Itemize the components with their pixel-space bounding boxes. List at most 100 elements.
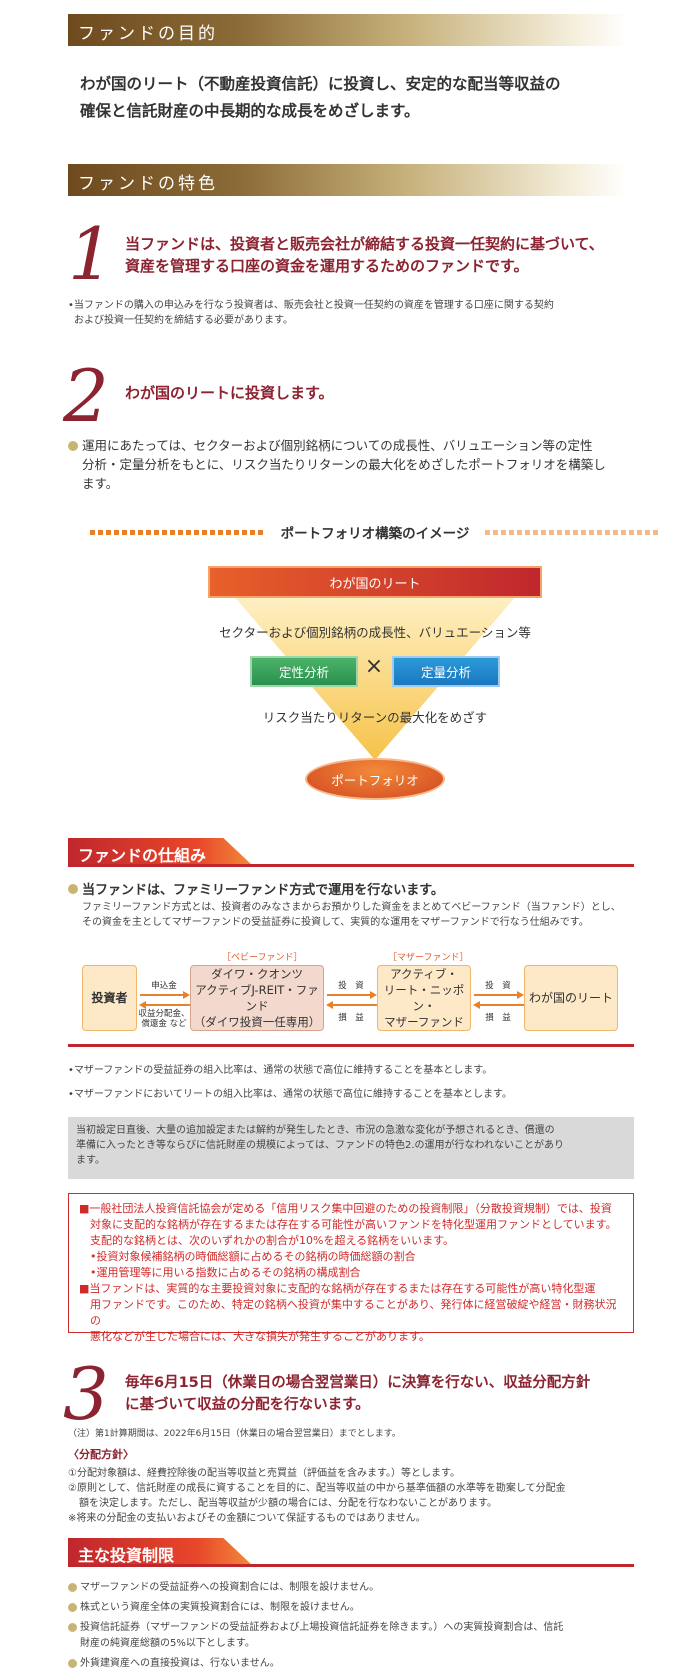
pl-label-2: 損 益 — [485, 1013, 511, 1023]
feature-2-bullet-line2: 分析・定量分析をもとに、リスク当たりリターンの最大化をめざしたポートフォリオを構… — [82, 457, 606, 472]
portfolio-title: ポートフォリオ構築のイメージ — [280, 526, 470, 542]
policy-heading: 〈分配方針〉 — [68, 1448, 134, 1461]
baby-fund-box: ダイワ・クオンツ アクティブJ-REIT・ファンド （ダイワ投資一任専用） — [190, 965, 324, 1031]
restrictions-heading-bar: 主な投資制限 — [68, 1538, 253, 1566]
baby-fund-line2: アクティブJ-REIT・ファンド — [195, 983, 319, 1013]
mother-fund-line2: リート・ニッポン・ — [383, 983, 465, 1013]
portfolio-title-left-dashes — [90, 530, 265, 535]
invest-arrow-line-2 — [474, 994, 518, 996]
distribution-label-line2: 償還金 など — [141, 1019, 187, 1029]
times-sign: × — [364, 654, 384, 679]
mechanism-desc: ファミリーファンド方式とは、投資者のみなさまからお預かりした資金をまとめてベビー… — [82, 900, 642, 930]
restriction-dot-3 — [68, 1623, 77, 1632]
restriction-item-2: 株式という資産全体の実質投資割合には、制限を設けません。 — [80, 1602, 360, 1613]
feature-2-bullet-line3: ます。 — [82, 476, 119, 491]
risk-p1-line4: •投資対象候補銘柄の時価総額に占めるその銘柄の時価総額の割合 — [90, 1250, 416, 1263]
purpose-lead-line1: わが国のリート（不動産投資信託）に投資し、安定的な配当等収益の — [80, 75, 561, 93]
features-heading: ファンドの特色 — [78, 174, 218, 194]
baby-fund-line1: ダイワ・クオンツ — [211, 967, 303, 981]
feature-2-bullet-line1: 運用にあたっては、セクターおよび個別銘柄についての成長性、バリュエーション等の定… — [82, 438, 593, 453]
feature-1-title-line1: 当ファンドは、投資者と販売会社が締結する投資一任契約に基づいて、 — [125, 235, 604, 253]
mechanism-note-2: •マザーファンドにおいてリートの組入比率は、通常の状態で高位に維持することを基本… — [68, 1089, 512, 1100]
invest-arrow-head-2 — [517, 991, 524, 999]
feature-1-number: 1 — [68, 212, 114, 296]
qualitative-label: 定性分析 — [278, 665, 329, 680]
portfolio-funnel — [220, 580, 530, 760]
reit-box: わが国のリート — [524, 965, 618, 1031]
investor-label: 投資者 — [91, 991, 128, 1005]
pl-arrow-head-1 — [326, 1001, 333, 1009]
mechanism-heading: ファンドの仕組み — [78, 846, 207, 865]
quantitative-box: 定量分析 — [392, 656, 500, 687]
mechanism-desc-line2: その資金を主としてマザーファンドの受益証券に投資して、実質的な運用をマザーファン… — [82, 917, 589, 928]
mother-fund-box: アクティブ・ リート・ニッポン・ マザーファンド — [377, 965, 471, 1031]
policy-item-2-line1: ②原則として、信託財産の成長に資することを目的に、配当等収益の中から基準価額の水… — [68, 1483, 566, 1494]
feature-3-number: 3 — [63, 1352, 109, 1436]
distribution-arrow-head — [139, 1001, 146, 1009]
purpose-lead: わが国のリート（不動産投資信託）に投資し、安定的な配当等収益の 確保と信託財産の… — [80, 71, 660, 125]
gray-notice-box: 当初設定日直後、大量の追加設定または解約が発生したとき、市況の急激な変化が予想さ… — [68, 1117, 634, 1179]
mechanism-note-1: •マザーファンドの受益証券の組入比率は、通常の状態で高位に維持することを基本とし… — [68, 1065, 493, 1076]
mother-fund-line3: マザーファンド — [384, 1015, 464, 1029]
purpose-lead-line2: 確保と信託財産の中長期的な成長をめざします。 — [80, 102, 420, 120]
mother-fund-tag: ［マザーファンド］ — [388, 953, 469, 963]
mother-fund-line1: アクティブ・ — [390, 967, 458, 981]
distribution-label: 収益分配金、 償還金 など — [138, 1009, 190, 1029]
feature-3-note: （注）第1計算期間は、2022年6月15日（休業日の場合翌営業日）までとします。 — [68, 1429, 401, 1439]
feature-2-number: 2 — [63, 354, 109, 438]
invest-label-2: 投 資 — [485, 981, 511, 991]
mechanism-heading-bar: ファンドの仕組み — [68, 838, 253, 866]
risk-p2-line3: 悪化などが生じた場合には、大きな損失が発生することがあります。 — [90, 1330, 430, 1343]
gray-notice-line2: 準備に入ったとき等ならびに信託財産の規模によっては、ファンドの特色2.の運用が行… — [76, 1140, 565, 1151]
mechanism-bottom-line — [68, 1044, 634, 1047]
feature-1-note-line2: および投資一任契約を締結する必要があります。 — [74, 315, 293, 326]
feature-3-title-line1: 毎年6月15日（休業日の場合翌営業日）に決算を行ない、収益分配方針 — [125, 1375, 591, 1391]
policy-item-2-line2: 額を決定します。ただし、配当等収益が少額の場合には、分配を行なわないことがありま… — [79, 1498, 497, 1509]
policy-item-1: ①分配対象額は、経費控除後の配当等収益と売買益（評価益を含みます。）等とします。 — [68, 1468, 460, 1479]
portfolio-oval: ポートフォリオ — [305, 758, 445, 800]
risk-p2-line1: ■当ファンドは、実質的な主要投資対象に支配的な銘柄が存在するまたは存在する可能性… — [79, 1282, 596, 1295]
portfolio-line2: リスク当たりリターンの最大化をめざす — [262, 710, 488, 725]
feature-3-title: 毎年6月15日（休業日の場合翌営業日）に決算を行ない、収益分配方針 に基づいて収… — [125, 1372, 665, 1416]
portfolio-line1: セクターおよび個別銘柄の成長性、バリュエーション等 — [219, 625, 531, 640]
purpose-heading-bar: ファンドの目的 — [68, 14, 628, 46]
feature-1-title: 当ファンドは、投資者と販売会社が締結する投資一任契約に基づいて、 資産を管理する… — [125, 233, 665, 277]
risk-notice-box: ■一般社団法人投資信託協会が定める「信用リスク集中回避のための投資制限」（分散投… — [68, 1193, 634, 1343]
reit-label: わが国のリート — [528, 991, 613, 1005]
baby-fund-line3: （ダイワ投資一任専用） — [193, 1015, 321, 1029]
invest-label-1: 投 資 — [338, 981, 364, 991]
gray-notice-line1: 当初設定日直後、大量の追加設定または解約が発生したとき、市況の急激な変化が予想さ… — [76, 1125, 555, 1136]
mechanism-desc-line1: ファミリーファンド方式とは、投資者のみなさまからお預かりした資金をまとめてベビー… — [82, 902, 621, 913]
restrictions-heading-line — [68, 1564, 634, 1567]
feature-1-note-line1: •当ファンドの購入の申込みを行なう投資者は、販売会社と投資一任契約の資産を管理す… — [68, 300, 554, 311]
risk-p1-line1: ■一般社団法人投資信託協会が定める「信用リスク集中回避のための投資制限」（分散投… — [79, 1202, 612, 1215]
restriction-dot-1 — [68, 1583, 77, 1592]
restriction-dot-4 — [68, 1659, 77, 1668]
pl-arrow-head-2 — [473, 1001, 480, 1009]
policy-item-3: ※将来の分配金の支払いおよびその金額について保証するものではありません。 — [68, 1513, 426, 1524]
risk-p1-line2: 対象に支配的な銘柄が存在するまたは存在する可能性が高いファンドを特化型運用ファン… — [90, 1218, 617, 1231]
mechanism-bullet-dot — [68, 884, 78, 894]
pl-arrow-line-1 — [333, 1004, 377, 1006]
portfolio-top-box: わが国のリート — [208, 566, 542, 598]
portfolio-top-box-label: わが国のリート — [329, 576, 421, 592]
qualitative-box: 定性分析 — [250, 656, 358, 687]
pl-arrow-line-2 — [480, 1004, 524, 1006]
investor-box: 投資者 — [82, 965, 137, 1031]
purpose-heading: ファンドの目的 — [78, 24, 218, 44]
distribution-label-line1: 収益分配金、 — [138, 1009, 190, 1019]
apply-arrow-head — [183, 991, 190, 999]
invest-arrow-head-1 — [370, 991, 377, 999]
features-heading-bar: ファンドの特色 — [68, 164, 628, 196]
restriction-item-4: 外貨建資産への直接投資は、行ないません。 — [80, 1658, 280, 1669]
restriction-item-3-cont: 財産の純資産総額の5%以下とします。 — [80, 1638, 255, 1649]
feature-1-note: •当ファンドの購入の申込みを行なう投資者は、販売会社と投資一任契約の資産を管理す… — [68, 298, 668, 328]
feature-3-title-line2: に基づいて収益の分配を行ないます。 — [125, 1397, 370, 1413]
restriction-dot-2 — [68, 1603, 77, 1612]
risk-p1-line3: 支配的な銘柄とは、次のいずれかの割合が10%を超える銘柄をいいます。 — [90, 1234, 455, 1247]
apply-label: 申込金 — [151, 981, 177, 991]
risk-p2-line2: 用ファンドです。このため、特定の銘柄へ投資が集中することがあり、発行体に経営破綻… — [90, 1298, 617, 1327]
restrictions-heading: 主な投資制限 — [78, 1546, 175, 1565]
feature-1-title-line2: 資産を管理する口座の資金を運用するためのファンドです。 — [125, 257, 529, 275]
baby-fund-tag: ［ベビーファンド］ — [222, 953, 303, 963]
